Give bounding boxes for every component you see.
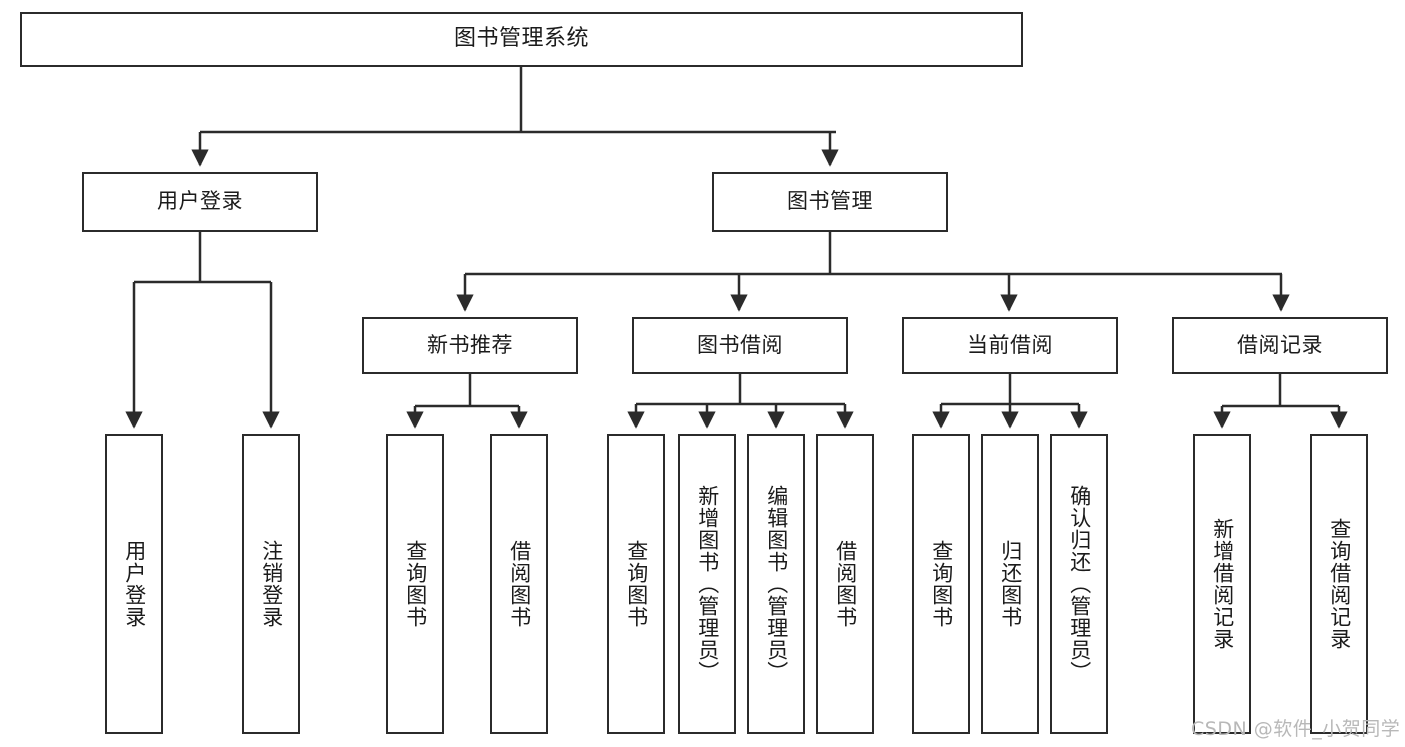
- leaf-query-books-borrowing[interactable]: 查询图书: [607, 434, 665, 734]
- node-label: 借阅图书: [507, 540, 532, 628]
- node-label: 确认归还（管理员）: [1067, 485, 1092, 683]
- node-label: 图书管理: [787, 189, 873, 214]
- leaf-query-books-recommendation[interactable]: 查询图书: [386, 434, 444, 734]
- node-label: 查询图书: [403, 540, 428, 628]
- node-label: 图书管理系统: [453, 26, 589, 52]
- node-user-login[interactable]: 用户登录: [82, 172, 318, 232]
- leaf-borrow-books-borrowing[interactable]: 借阅图书: [816, 434, 874, 734]
- node-label: 查询借阅记录: [1327, 518, 1352, 650]
- node-label: 当前借阅: [967, 332, 1053, 357]
- node-current-borrowing[interactable]: 当前借阅: [902, 317, 1118, 374]
- node-label: 图书借阅: [697, 332, 783, 357]
- node-book-borrowing[interactable]: 图书借阅: [632, 317, 848, 374]
- leaf-return-books[interactable]: 归还图书: [981, 434, 1039, 734]
- node-label: 归还图书: [998, 540, 1023, 628]
- leaf-borrow-books-recommendation[interactable]: 借阅图书: [490, 434, 548, 734]
- node-label: 查询图书: [929, 540, 954, 628]
- leaf-edit-book-admin[interactable]: 编辑图书（管理员）: [747, 434, 805, 734]
- node-label: 用户登录: [157, 189, 243, 214]
- csdn-watermark: CSDN @软件_小贺同学: [1191, 718, 1401, 740]
- leaf-confirm-return-admin[interactable]: 确认归还（管理员）: [1050, 434, 1108, 734]
- leaf-query-borrow-record[interactable]: 查询借阅记录: [1310, 434, 1368, 734]
- leaf-add-borrow-record[interactable]: 新增借阅记录: [1193, 434, 1251, 734]
- node-label: 新增图书（管理员）: [695, 485, 720, 683]
- node-label: 借阅记录: [1237, 332, 1323, 357]
- node-book-management[interactable]: 图书管理: [712, 172, 948, 232]
- leaf-logout[interactable]: 注销登录: [242, 434, 300, 734]
- node-label: 借阅图书: [833, 540, 858, 628]
- node-label: 新增借阅记录: [1210, 518, 1235, 650]
- leaf-query-books-current[interactable]: 查询图书: [912, 434, 970, 734]
- node-label: 注销登录: [259, 540, 284, 628]
- node-label: 新书推荐: [427, 332, 513, 357]
- node-label: 编辑图书（管理员）: [764, 485, 789, 683]
- node-new-book-recommendation[interactable]: 新书推荐: [362, 317, 578, 374]
- node-label: 查询图书: [624, 540, 649, 628]
- leaf-user-login[interactable]: 用户登录: [105, 434, 163, 734]
- leaf-add-book-admin[interactable]: 新增图书（管理员）: [678, 434, 736, 734]
- node-borrowing-records[interactable]: 借阅记录: [1172, 317, 1388, 374]
- node-label: 用户登录: [122, 540, 147, 628]
- node-root-book-management-system[interactable]: 图书管理系统: [20, 12, 1023, 67]
